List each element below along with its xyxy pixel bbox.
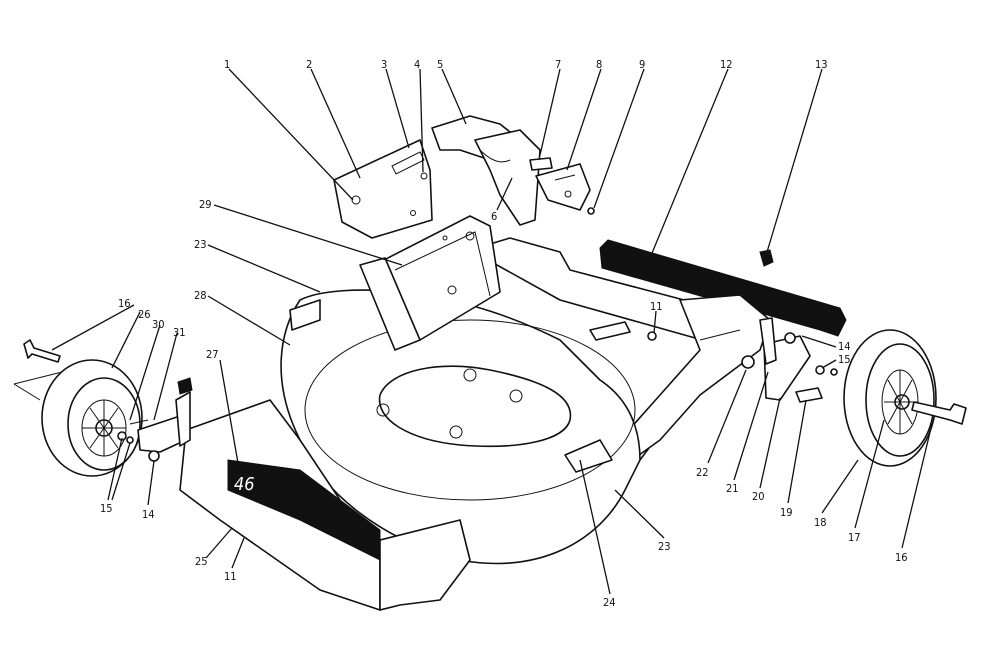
handle-bar-part	[599, 239, 847, 337]
callout-15-left: 15	[100, 502, 113, 515]
callout-23-top: 23	[194, 238, 207, 251]
callout-1: 1	[224, 58, 230, 71]
callout-16-right: 16	[895, 551, 908, 564]
callout-27: 27	[206, 348, 219, 361]
right-axle-bolt	[911, 401, 967, 425]
front-skirt: 46	[179, 399, 471, 611]
leader-lines	[51, 68, 933, 595]
callout-9: 9	[639, 58, 645, 71]
callout-18: 18	[814, 516, 827, 529]
right-height-adjuster	[647, 317, 838, 403]
callout-26: 26	[138, 308, 151, 321]
callout-21: 21	[726, 482, 739, 495]
mower-deck-housing	[280, 237, 771, 565]
callout-31: 31	[173, 326, 186, 339]
callout-15-right: 15	[838, 353, 851, 366]
callout-28: 28	[194, 289, 207, 302]
left-height-adjuster	[117, 377, 193, 462]
callout-25: 25	[195, 555, 208, 568]
left-wheel-part	[13, 359, 143, 477]
callout-7: 7	[555, 58, 561, 71]
callout-16-left: 16	[118, 297, 131, 310]
baffle-plate-part	[333, 139, 433, 239]
callout-11-deck: 11	[650, 300, 663, 313]
callout-30: 30	[152, 318, 165, 331]
callout-2: 2	[306, 58, 312, 71]
callout-24: 24	[603, 596, 616, 609]
callout-23-bottom: 23	[658, 540, 671, 553]
right-wheel-part	[843, 329, 937, 467]
callout-8: 8	[596, 58, 602, 71]
left-axle-bolt	[23, 339, 61, 363]
callout-6: 6	[491, 210, 497, 223]
pivot-plate-part	[535, 163, 595, 215]
callout-14-right: 14	[838, 340, 851, 353]
callout-22: 22	[696, 466, 709, 479]
callout-29: 29	[199, 198, 212, 211]
callout-11-bottom: 11	[224, 570, 237, 583]
callout-12: 12	[720, 58, 733, 71]
deck-size-label: 46	[234, 474, 255, 495]
callout-5: 5	[437, 58, 443, 71]
callout-20: 20	[752, 490, 765, 503]
callout-4: 4	[414, 58, 420, 71]
handle-mount-bracket	[359, 215, 501, 351]
callout-17: 17	[848, 531, 861, 544]
callout-14-left: 14	[142, 508, 155, 521]
callout-13: 13	[815, 58, 828, 71]
callout-3: 3	[381, 58, 387, 71]
callout-19: 19	[780, 506, 793, 519]
chute-door-part	[431, 115, 553, 226]
callout-labels: 1 2 3 4 5 6 7 8 9 12 13 29 23 28 16 26 3…	[100, 58, 908, 609]
